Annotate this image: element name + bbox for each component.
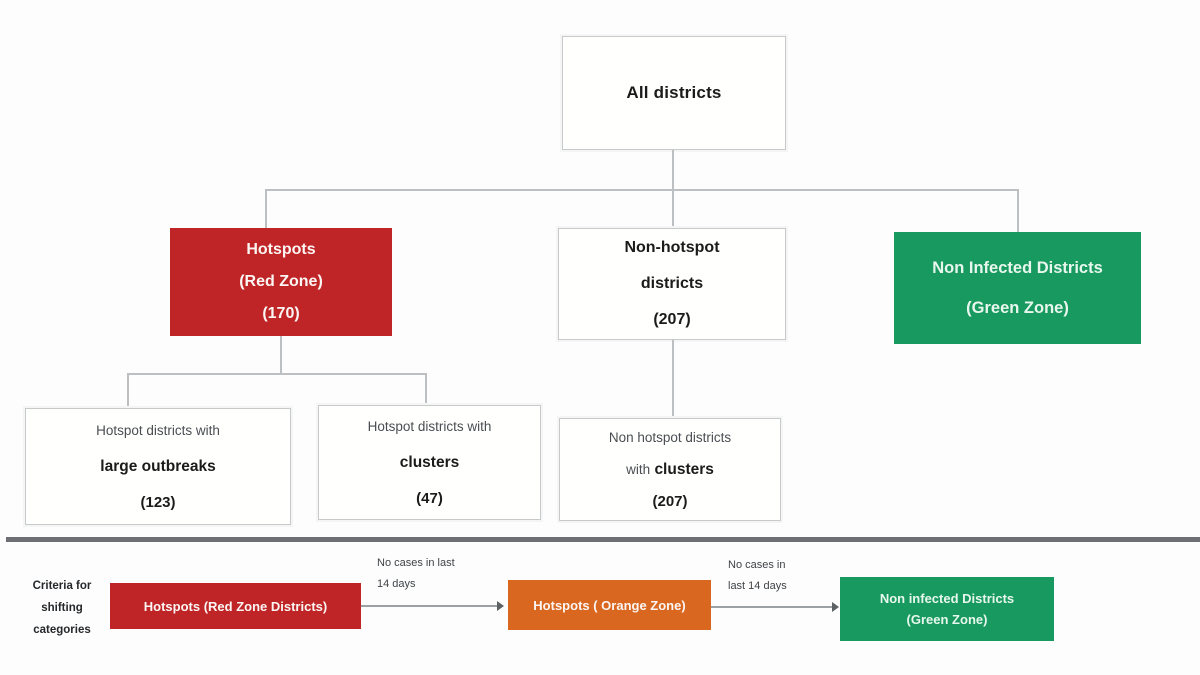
all-districts-box: All districts	[562, 36, 786, 150]
hotspot-clusters-box: Hotspot districts with clusters (47)	[318, 405, 541, 520]
hotspots-line2: (Red Zone)	[239, 273, 323, 290]
noninfected-green-zone-box: Non Infected Districts (Green Zone)	[894, 232, 1141, 344]
connector-stub-clusters	[425, 373, 427, 405]
flow-red-zone-box: Hotspots (Red Zone Districts)	[110, 583, 361, 629]
flow-green-zone-line1: Non infected Districts	[879, 591, 1015, 606]
noninfected-line1: Non Infected Districts	[932, 259, 1103, 277]
nonhotspot-line2: districts	[640, 275, 704, 292]
criteria-label-line2: shifting	[41, 602, 83, 614]
section-divider	[6, 537, 1200, 542]
arrowhead-orange-to-green-icon	[832, 602, 839, 612]
connector-level1-horizontal	[266, 189, 1019, 191]
nonhotspot-clusters-with: with	[626, 461, 651, 477]
nonhotspot-line1: Non-hotspot	[624, 239, 720, 256]
all-districts-label: All districts	[626, 83, 722, 102]
nonhotspot-clusters-line1: Non hotspot districts	[608, 429, 732, 445]
flow-red-zone-label: Hotspots (Red Zone Districts)	[143, 598, 328, 614]
arrow1-label: No cases in last 14 days	[377, 553, 455, 595]
clusters-line2: clusters	[399, 453, 460, 471]
arrow2-label-line2: last 14 days	[728, 580, 787, 592]
arrow1-label-line1: No cases in last	[377, 557, 455, 569]
clusters-count: (47)	[416, 489, 443, 507]
hotspots-line1: Hotspots	[246, 241, 316, 258]
flow-orange-zone-label: Hotspots ( Orange Zone)	[533, 597, 686, 613]
connector-nonhotspot-vertical	[672, 340, 674, 418]
nonhotspot-clusters-box: Non hotspot districts with clusters (207…	[559, 418, 781, 521]
large-outbreaks-line2: large outbreaks	[100, 457, 216, 475]
flow-green-zone-line2: (Green Zone)	[906, 612, 988, 627]
flow-orange-zone-box: Hotspots ( Orange Zone)	[508, 580, 711, 630]
large-outbreaks-line1: Hotspot districts with	[96, 422, 220, 438]
connector-stub-noninfected	[1017, 189, 1019, 232]
arrowhead-red-to-orange-icon	[497, 601, 504, 611]
nonhotspot-districts-box: Non-hotspot districts (207)	[558, 228, 786, 340]
connector-level2-horizontal	[128, 373, 427, 375]
connector-stub-large-outbreaks	[127, 373, 129, 408]
connector-stub-nonhotspot	[672, 189, 674, 228]
noninfected-line2: (Green Zone)	[966, 299, 1069, 317]
arrow2-label-line1: No cases in	[728, 559, 786, 571]
nonhotspot-clusters-count: (207)	[652, 492, 688, 510]
clusters-line1: Hotspot districts with	[367, 418, 492, 434]
nonhotspot-clusters-word: clusters	[654, 460, 714, 478]
criteria-label-line3: categories	[33, 624, 91, 636]
flow-green-zone-box: Non infected Districts (Green Zone)	[840, 577, 1054, 641]
arrow1-label-line2: 14 days	[377, 578, 416, 590]
nonhotspot-count: (207)	[653, 311, 691, 328]
arrow-red-to-orange	[361, 605, 501, 607]
connector-hotspots-vertical	[280, 336, 282, 374]
large-outbreaks-count: (123)	[140, 493, 176, 511]
arrow-orange-to-green	[711, 606, 836, 608]
connector-root-vertical	[672, 150, 674, 190]
nonhotspot-clusters-line2: with clusters	[626, 454, 714, 486]
connector-stub-hotspots	[265, 189, 267, 228]
hotspot-large-outbreaks-box: Hotspot districts with large outbreaks (…	[25, 408, 291, 525]
criteria-label: Criteria for shifting categories	[14, 575, 110, 641]
arrow2-label: No cases in last 14 days	[728, 555, 787, 597]
criteria-label-line1: Criteria for	[32, 580, 92, 592]
hotspots-count: (170)	[262, 305, 300, 322]
hotspots-red-zone-box: Hotspots (Red Zone) (170)	[170, 228, 392, 336]
